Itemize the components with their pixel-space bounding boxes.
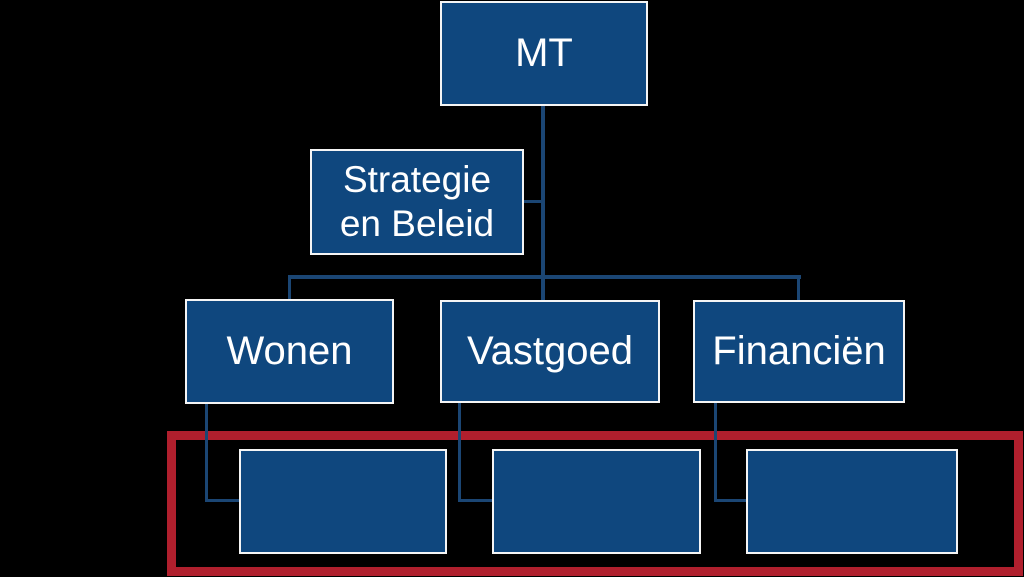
connector-financien-sub-horizontal — [714, 499, 748, 502]
connector-staff-unit — [524, 200, 542, 203]
connector-drop-financien — [797, 275, 800, 302]
connector-financien-sub-vertical — [714, 403, 717, 502]
connector-trunk — [541, 106, 545, 302]
org-node-vastgoed: Vastgoed — [440, 300, 660, 403]
org-node-financien: Financiën — [693, 300, 905, 403]
org-node-sub-unit-2 — [492, 449, 701, 554]
org-node-wonen-label: Wonen — [226, 329, 353, 373]
org-node-wonen: Wonen — [185, 299, 394, 404]
highlight-frame — [167, 431, 1023, 576]
org-node-vastgoed-label: Vastgoed — [466, 329, 634, 373]
org-node-sub-unit-1 — [239, 449, 447, 554]
org-node-mt-label: MT — [515, 31, 573, 75]
org-node-strategie-en-beleid-label: Strategie en Beleid — [339, 158, 495, 244]
connector-wonen-sub-vertical — [205, 404, 208, 502]
connector-vastgoed-sub-vertical — [458, 403, 461, 502]
org-node-strategie-en-beleid: Strategie en Beleid — [310, 149, 524, 255]
connector-wonen-sub-horizontal — [205, 499, 241, 502]
org-node-sub-unit-3 — [746, 449, 958, 554]
connector-branch — [288, 275, 801, 279]
org-node-financien-label: Financiën — [712, 329, 886, 373]
connector-vastgoed-sub-horizontal — [458, 499, 494, 502]
org-node-mt: MT — [440, 1, 648, 106]
connector-drop-wonen — [288, 275, 291, 301]
